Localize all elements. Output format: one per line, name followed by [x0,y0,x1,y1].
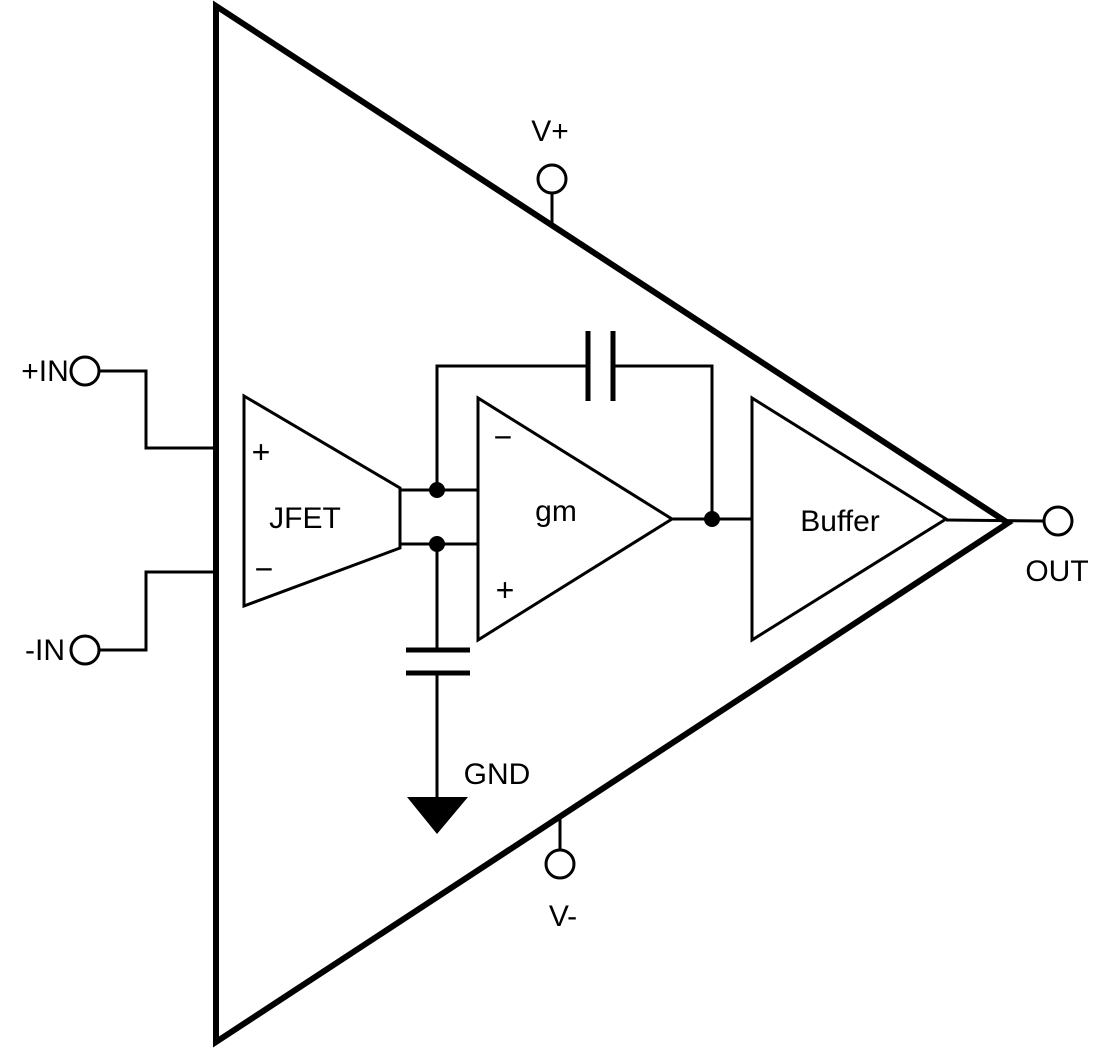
jfet-stage-label: JFET [269,502,341,535]
in-minus-terminal [69,634,101,666]
buffer-stage-label: Buffer [800,505,880,538]
gnd-label: GND [464,758,531,791]
gm-stage-block [476,395,675,643]
vminus-label: V- [549,900,577,933]
junction-dot [704,511,720,527]
buffer-stage-block [750,395,949,643]
ground-capacitor [406,647,470,676]
feedback-wire-left [435,364,586,490]
in-plus-terminal [69,355,101,387]
junction-dot [429,536,445,552]
vplus-label: V+ [531,115,569,148]
junction-dot [429,482,445,498]
feedback-capacitor [585,331,616,401]
out-terminal [1042,505,1074,537]
out-label: OUT [1025,555,1088,588]
vminus-terminal [544,848,576,880]
jfet-plus-sign: + [252,434,271,470]
in-plus-wire [99,369,216,450]
gm-plus-sign: + [496,572,515,608]
in-plus-label: +IN [21,355,69,388]
gm-stage-label: gm [535,495,577,528]
opamp-body-outline [213,0,1014,1048]
vplus-terminal [536,163,568,195]
feedback-wire-right [615,364,714,519]
ground-symbol [407,797,468,834]
output-wire [945,518,1045,523]
in-minus-wire [99,570,216,652]
gm-minus-sign: − [494,419,513,455]
in-minus-label: -IN [25,634,65,667]
jfet-input-stage-block [242,393,402,609]
jfet-minus-sign: − [255,551,274,587]
